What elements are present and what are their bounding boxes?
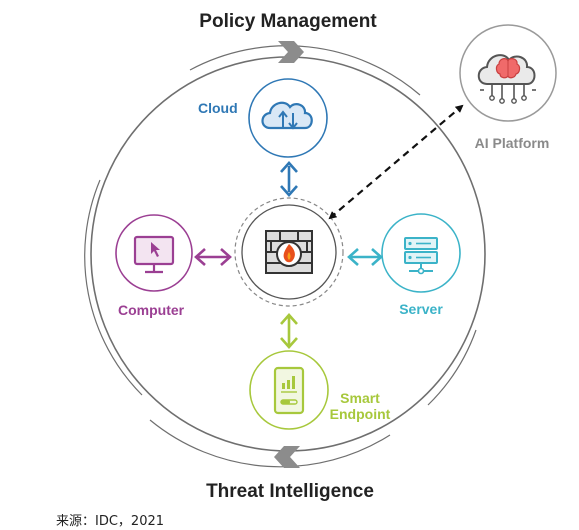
smart-endpoint-node	[249, 350, 329, 430]
monitor-icon	[133, 235, 175, 274]
computer-label: Computer	[118, 302, 185, 318]
cloud-sync-icon	[261, 101, 313, 130]
server-node	[381, 213, 461, 293]
policy-management-title: Policy Management	[199, 11, 377, 32]
threat-intelligence-title: Threat Intelligence	[206, 481, 374, 502]
firewall-icon	[265, 230, 313, 274]
ai-brain-cloud-icon	[477, 54, 536, 104]
server-firewall-connector	[347, 248, 383, 266]
server-label: Server	[399, 301, 443, 317]
computer-firewall-connector	[194, 248, 232, 266]
chevron-right-icon	[278, 41, 304, 63]
source-note: 来源：IDC，2021	[56, 514, 165, 529]
cloud-node	[248, 78, 328, 158]
endpoint-firewall-connector	[280, 313, 298, 349]
ai-platform-label: AI Platform	[475, 135, 550, 151]
cloud-firewall-connector	[280, 161, 298, 197]
smart-endpoint-label-line1: Smart	[340, 390, 380, 406]
smartphone-icon	[273, 366, 305, 415]
smart-endpoint-label-line2: Endpoint	[330, 406, 391, 422]
server-rack-icon	[404, 237, 438, 275]
ai-platform-node	[459, 24, 557, 122]
cloud-label: Cloud	[198, 100, 238, 116]
cursor-icon	[151, 242, 160, 257]
computer-node	[115, 214, 193, 292]
chevron-left-icon	[274, 446, 300, 468]
ai-firewall-dashed-connector	[328, 104, 464, 220]
firewall-node	[234, 197, 344, 307]
